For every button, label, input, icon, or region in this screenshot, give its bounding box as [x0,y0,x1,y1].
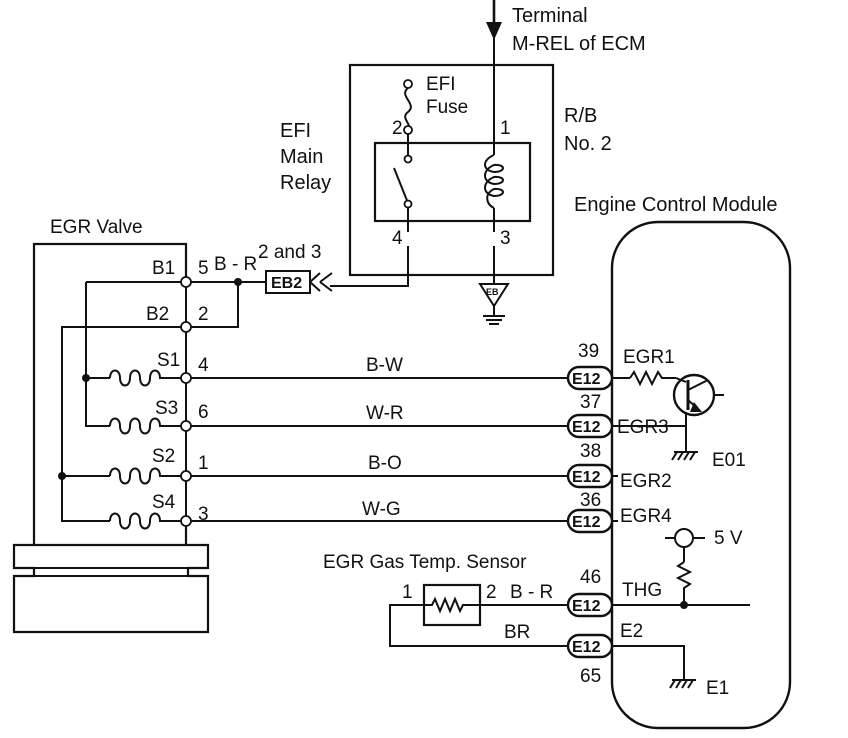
ecm-pin-numbers: 39 37 38 36 46 65 [578,341,601,687]
signal-e2: E2 [620,621,643,642]
fuse-label-1: EFI [426,74,456,95]
e1-ground-icon [669,679,696,689]
eb-ground-tag: EB [486,287,499,297]
signal-e01: E01 [712,450,746,471]
coil-s1-icon [109,369,186,387]
relay-pin-4: 4 [392,228,403,249]
eb2-connector: EB2 2 and 3 [258,242,333,294]
terminal-b1: B1 [152,258,175,279]
ecm-pin-37: 37 [580,392,601,413]
coil-s3-icon [109,417,186,435]
eb-ground-icon [478,283,510,325]
signal-egr2: EGR2 [620,471,672,492]
pin-b1: 5 [198,258,209,279]
e12-connector-thg: E12 [566,592,614,618]
e12-connector-egr4: E12 [566,508,614,534]
rb-label-2: No. 2 [564,133,612,155]
terminal-s3: S3 [155,398,178,419]
relay-label-1: EFI [280,120,311,142]
e12-label: E12 [572,371,601,388]
egr-gas-temp-sensor: EGR Gas Temp. Sensor 1 2 B - R BR [323,552,568,647]
sensor-pin-2: 2 [486,582,497,603]
thermistor-icon [424,596,480,614]
relay-block: R/B No. 2 EFI Main Relay EFI Fuse 2 [280,60,612,325]
pin-b2: 2 [198,304,209,325]
wire-thg-color: B - R [510,582,553,603]
terminal-s1: S1 [157,350,180,371]
terminal-label-2: M-REL of ECM [512,33,646,55]
coil-s4-icon [109,512,186,530]
egr-valve: EGR Valve [12,217,210,634]
e12-connector-e2: E12 [566,633,614,659]
ecm-pin-46: 46 [580,567,601,588]
terminal-s2: S2 [152,446,175,467]
ecm-pin-36: 36 [580,490,601,511]
pin-s3: 6 [198,402,209,423]
e12-label: E12 [572,514,601,531]
ecm-title: Engine Control Module [574,194,777,216]
pin-s1: 4 [198,355,209,376]
egr-valve-title: EGR Valve [50,217,143,238]
signal-egr1: EGR1 [623,347,675,368]
relay-coil-icon [484,154,504,209]
wire-s1-color: B-W [366,355,403,376]
e12-connector-egr1: E12 [566,365,614,391]
e12-label: E12 [572,639,601,656]
transistor-icon [672,373,724,417]
e12-label: E12 [572,419,601,436]
terminal-s4: S4 [152,492,176,513]
terminal-input: Terminal M-REL of ECM [486,0,646,60]
eb2-pins-label: 2 and 3 [258,242,321,263]
stepper-wires: B-W W-R B-O W-G [191,355,568,522]
relay-switch-icon [393,167,413,209]
terminal-b2: B2 [146,304,169,325]
e12-label: E12 [572,598,601,615]
pin-s4: 3 [198,504,209,525]
relay-label-2: Main [280,146,323,168]
coil-s2-icon [109,467,186,485]
supply-wire-color: B - R [214,254,257,275]
signal-thg: THG [622,580,662,601]
wire-s3-color: W-R [366,403,404,424]
relay-pin-3: 3 [500,228,511,249]
ecm-pin-65: 65 [580,666,601,687]
ecm-internals: EGR1 EGR3 EGR2 EGR4 E01 5 V THG E2 E1 [612,347,750,699]
e12-connector-egr3: E12 [566,413,614,439]
fuse-label-2: Fuse [426,97,468,118]
e01-ground-icon [671,451,698,461]
signal-egr3: EGR3 [617,417,669,438]
pullup-resistor-icon [675,561,693,594]
sensor-title: EGR Gas Temp. Sensor [323,552,527,573]
wire-s4-color: W-G [362,499,401,520]
eb2-label: EB2 [271,275,302,292]
relay-label-3: Relay [280,172,331,194]
relay-pin-2: 2 [392,118,403,139]
terminal-label-1: Terminal [512,5,588,27]
efi-fuse-icon [403,79,413,135]
b1-b2-supply-wire: B - R [191,254,257,328]
relay-to-eb2-wire [330,283,409,287]
signal-5v: 5 V [714,528,743,549]
resistor-egr1-icon [629,369,676,387]
e12-connector-egr2: E12 [566,463,614,489]
e12-label: E12 [572,469,601,486]
signal-e1: E1 [706,678,729,699]
wire-e2-color: BR [504,622,530,643]
pin-s2: 1 [198,453,209,474]
ecm-pin-39: 39 [578,341,599,362]
relay-pin-1: 1 [500,118,511,139]
signal-egr4: EGR4 [620,506,672,527]
sensor-pin-1: 1 [402,582,413,603]
wire-s2-color: B-O [368,453,402,474]
vref-5v-icon [665,528,705,548]
rb-label-1: R/B [564,105,597,127]
ecm-pin-38: 38 [580,441,601,462]
